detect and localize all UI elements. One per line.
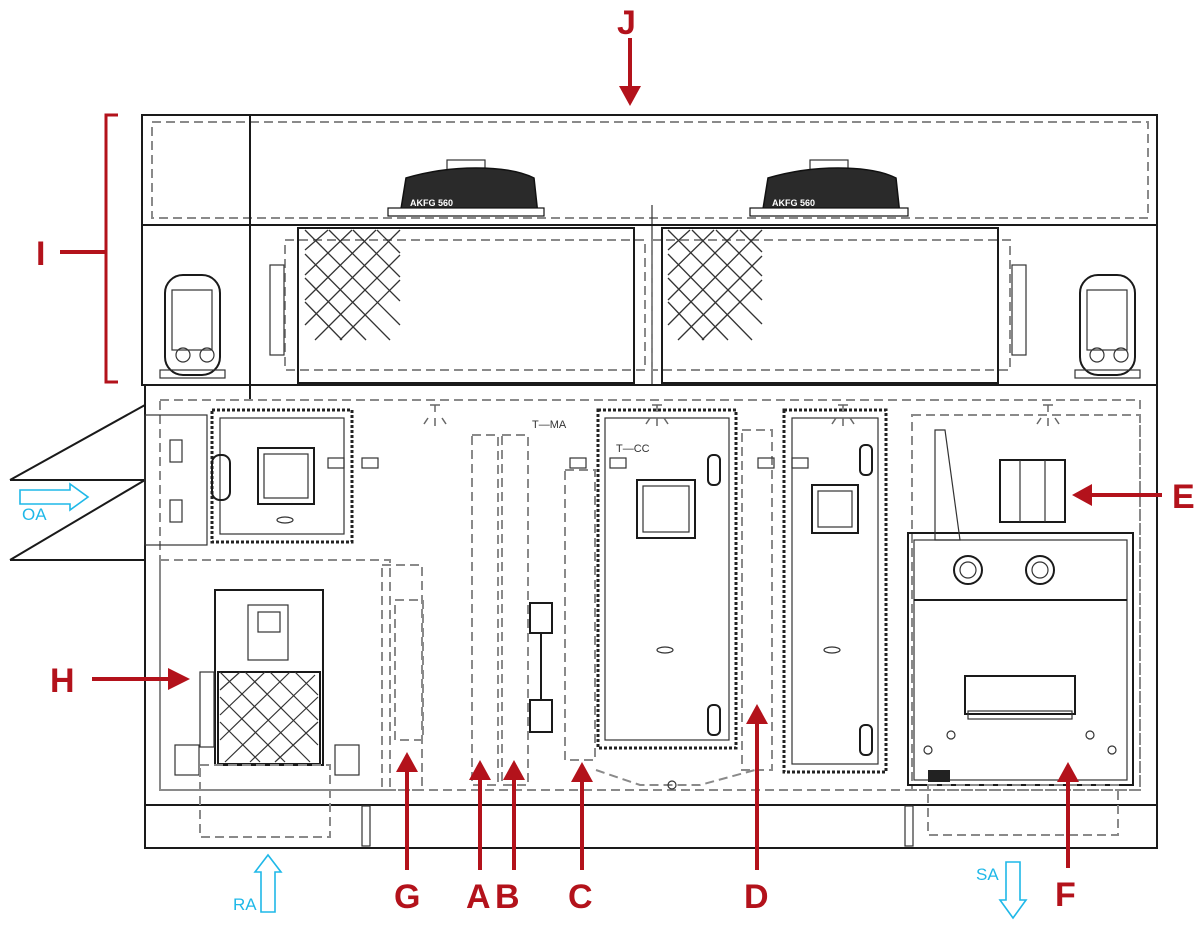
condenser-coil-1 (297, 227, 635, 384)
callout-b: B (495, 760, 525, 916)
coil-2-hatch (667, 229, 763, 341)
callout-h: H (50, 662, 190, 700)
outside-air-label: OA (22, 505, 47, 524)
supply-air-arrow: SA (976, 861, 1028, 920)
callout-b-label: B (495, 878, 520, 916)
outside-air-arrow: OA (19, 482, 90, 524)
callout-j-label: J (617, 4, 636, 42)
callout-d-label: D (744, 878, 769, 916)
return-air-arrow: RA (233, 853, 283, 914)
air-handling-section: T—MA T—CC (9, 384, 1158, 849)
mixed-air-sensor-label: T—MA (532, 419, 567, 431)
fan-2-label: AKFG 560 (772, 198, 815, 208)
supply-door (757, 408, 888, 774)
callout-h-label: H (50, 662, 75, 700)
return-air-label: RA (233, 895, 257, 914)
callout-a-label: A (466, 878, 491, 916)
fan-1-label: AKFG 560 (410, 198, 453, 208)
return-air-filter-module (174, 589, 360, 838)
callout-d: D (744, 704, 769, 916)
filter-rack-g (381, 564, 423, 791)
condenser-top-section: AKFG 560 AKFG 560 (141, 114, 1158, 400)
outside-air-hood (9, 404, 208, 561)
condenser-fan-1: AKFG 560 (387, 159, 545, 217)
compressor-left (159, 274, 226, 379)
compressor-right (1074, 274, 1141, 379)
condenser-housing (141, 114, 1158, 226)
fan-motor (999, 459, 1066, 523)
callout-f-label: F (1055, 876, 1076, 914)
callout-g: G (394, 752, 420, 916)
coil-a (471, 434, 499, 786)
base-rail (144, 804, 1158, 849)
coil-1-hatch (304, 229, 401, 341)
supply-fan-assembly (907, 414, 1141, 836)
callout-f: F (1055, 762, 1079, 914)
callout-g-label: G (394, 878, 420, 916)
condenser-inner-outline (151, 121, 1149, 219)
callout-c-label: C (568, 878, 593, 916)
callout-e-label: E (1172, 478, 1195, 516)
light-fixtures (423, 404, 1060, 426)
oa-access-door (210, 408, 379, 544)
callout-c: C (568, 762, 593, 916)
supply-air-label: SA (976, 865, 999, 884)
callout-e: E (1072, 478, 1195, 516)
cooling-coil-sensor-label: T—CC (616, 443, 650, 455)
coil-b (501, 434, 529, 786)
callout-i-label: I (36, 235, 45, 273)
condensing-unit-section (141, 224, 1158, 386)
callout-j: J (617, 4, 641, 106)
callout-i: I (36, 113, 118, 384)
condenser-fan-2: AKFG 560 (749, 159, 909, 217)
cooling-coil-door: T—CC (564, 408, 738, 761)
callout-a: A (466, 760, 491, 916)
condenser-coil-2 (661, 227, 999, 384)
